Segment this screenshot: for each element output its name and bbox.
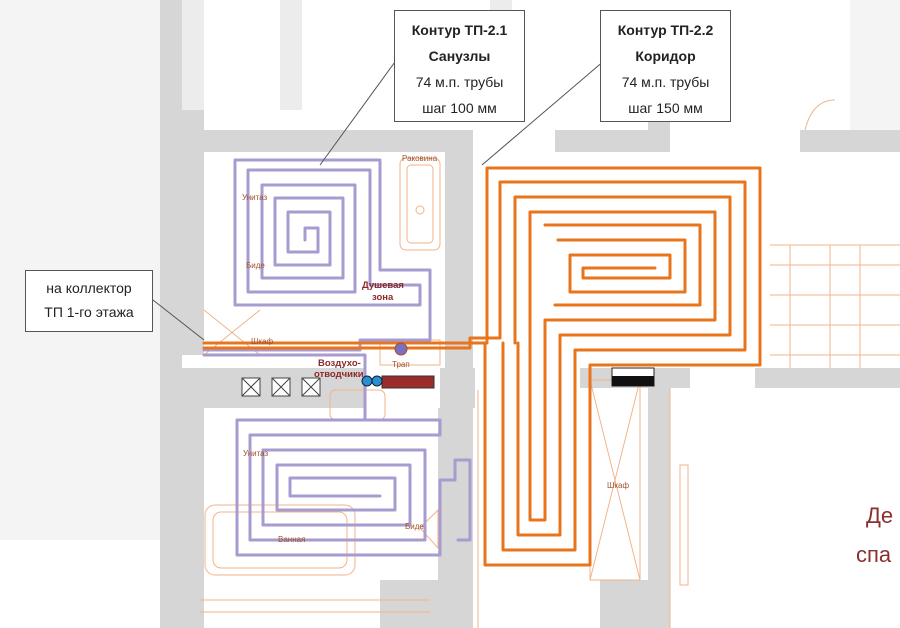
label-closet-right: Шкаф [607,481,629,490]
callout-21-length: 74 м.п. трубы [415,74,504,90]
label-bedroom-1: Де [866,503,893,528]
leader-lines [152,54,606,341]
air-vent-icon-2 [371,375,383,387]
label-closet-left: Шкаф [251,337,273,346]
callout-21-title: Контур ТП-2.1 [411,22,508,38]
callout-circuit-21: Контур ТП-2.1 Санузлы 74 м.п. трубы шаг … [394,10,525,122]
drain-icon [394,342,408,356]
label-toilet-bottom: Унитаз [243,449,269,458]
callout-22-zone: Коридор [635,48,696,64]
callout-22-step: шаг 150 мм [628,100,703,116]
label-shower-2: зона [372,292,394,303]
label-air-vent-1: Воздухо- [318,358,361,369]
callout-collector-line2: ТП 1-го этажа [44,304,134,320]
circuit-21-pipe [202,158,472,557]
callout-22-title: Контур ТП-2.2 [617,22,714,38]
callout-collector: на коллектор ТП 1-го этажа [25,270,153,332]
air-vent-group [361,342,655,389]
label-bidet-bottom: Биде [405,522,424,531]
vent-grilles [241,377,321,397]
label-bidet-top: Биде [246,261,265,270]
circuit-22-pipe [202,166,762,567]
callout-21-zone: Санузлы [428,48,491,64]
room-labels: Раковина Унитаз Биде Душевая зона Шкаф В… [242,154,893,567]
label-air-vent-2: отводчики [314,369,364,380]
label-drain: Трап [392,360,410,369]
fixture-lines [200,99,900,628]
callout-21-step: шаг 100 мм [422,100,497,116]
label-bedroom-2: спа [856,542,892,567]
label-bath: Ванная [278,535,305,544]
callout-circuit-22: Контур ТП-2.2 Коридор 74 м.п. трубы шаг … [600,10,731,122]
callout-22-length: 74 м.п. трубы [621,74,710,90]
label-sink: Раковина [402,154,438,163]
label-shower-1: Душевая [362,280,404,291]
callout-collector-line1: на коллектор [46,280,132,296]
label-toilet-top: Унитаз [242,193,268,202]
